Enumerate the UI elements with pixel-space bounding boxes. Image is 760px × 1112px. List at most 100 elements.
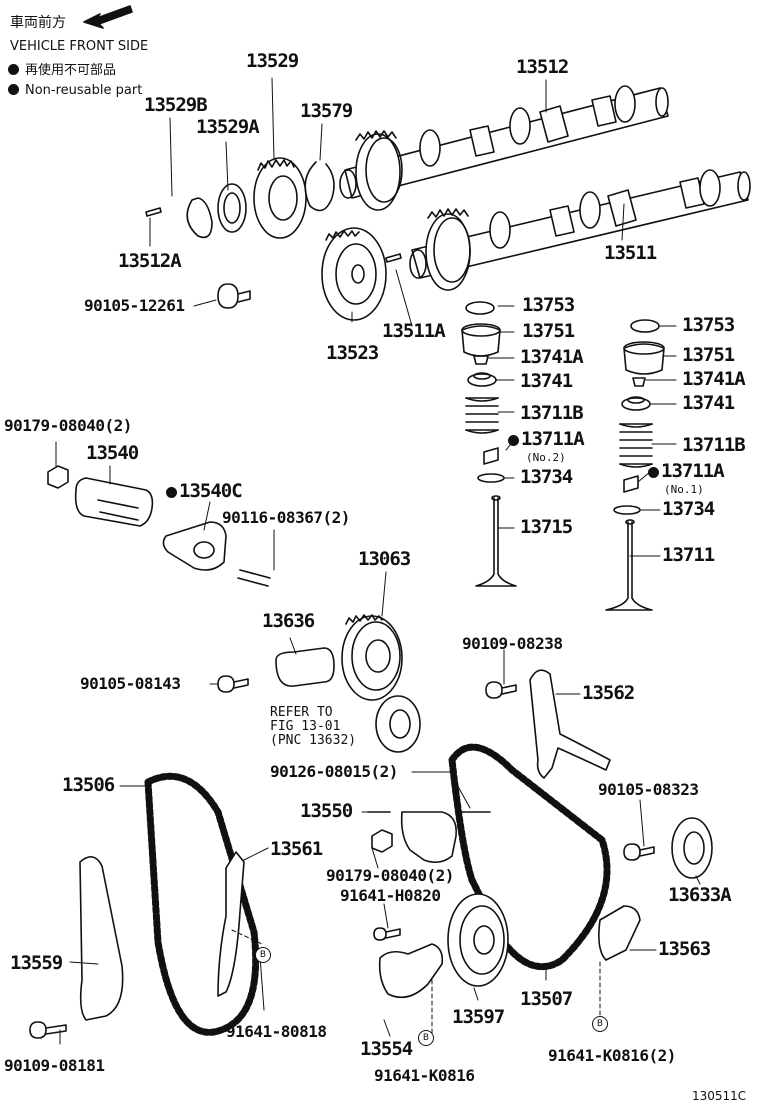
vehicle-front-arrow-icon	[83, 5, 133, 29]
part-label[interactable]: 13562	[582, 682, 635, 704]
oil-control-valve-13540-drawing	[74, 477, 154, 527]
part-label[interactable]: 13734	[662, 498, 715, 520]
non-reusable-dot-icon	[166, 487, 177, 498]
part-label[interactable]: 13529B	[144, 94, 208, 116]
part-label[interactable]: 13561	[270, 838, 323, 860]
part-label[interactable]: 13563	[658, 938, 711, 960]
part-label[interactable]: 13741	[520, 370, 573, 392]
part-label[interactable]: 91641-80818	[226, 1022, 327, 1041]
part-label[interactable]: 13741A	[520, 346, 584, 368]
valve-group-left-drawing	[461, 301, 517, 587]
non-reusable-dot-icon	[508, 435, 519, 446]
part-number: 13711A	[521, 428, 585, 450]
part-label[interactable]: 13751	[682, 344, 735, 366]
part-label[interactable]: 13711B	[682, 434, 746, 456]
nut-90179-08040-b-drawing	[371, 829, 393, 853]
refer-to-fig-note[interactable]: REFER TO FIG 13-01 (PNC 13632)	[270, 705, 357, 748]
part-label[interactable]: 13636	[262, 610, 315, 632]
ref-mark-b: B	[418, 1030, 434, 1046]
part-label[interactable]: 90109-08181	[4, 1056, 105, 1075]
part-label[interactable]: 90126-08015(2)	[270, 762, 398, 781]
non-reusable-dot-icon	[648, 467, 659, 478]
part-label[interactable]: 13711	[662, 544, 715, 566]
camshaft-timing-sprocket-13529-drawing	[253, 157, 307, 239]
camshaft-13511-drawing	[409, 169, 751, 291]
part-label[interactable]: 90105-12261	[84, 296, 185, 315]
bullet-icon	[8, 64, 19, 75]
part-label[interactable]: 13523	[326, 342, 379, 364]
bolt-90105-08323-drawing	[623, 843, 655, 861]
vehicle-front-label-jp: 車両前方	[10, 15, 66, 31]
nut-90179-08040-drawing	[47, 465, 69, 489]
crankshaft-gear-13063-drawing	[341, 614, 403, 701]
part-label[interactable]: 13529	[246, 50, 299, 72]
part-label[interactable]: 13540	[86, 442, 139, 464]
spring-number-note: (No.1)	[664, 483, 704, 496]
washer-13529A-drawing	[217, 183, 247, 233]
part-label[interactable]: 13511	[604, 242, 657, 264]
part-label[interactable]: 90105-08323	[598, 780, 699, 799]
part-label[interactable]: 13597	[452, 1006, 505, 1028]
part-label[interactable]: 90179-08040(2)	[4, 416, 132, 435]
part-label-nonreusable[interactable]: 13711A	[648, 460, 725, 482]
camshaft-13512-drawing	[339, 85, 669, 211]
part-label[interactable]: 90109-08238	[462, 634, 563, 653]
non-reusable-text-jp: 再使用不可部品	[25, 63, 117, 78]
non-reusable-legend-jp: 再使用不可部品	[8, 64, 116, 77]
bolt-90105-12261-drawing	[217, 283, 251, 309]
sprocket-13597-drawing	[447, 893, 509, 987]
part-label[interactable]: 13633A	[668, 884, 732, 906]
part-label[interactable]: 13753	[522, 294, 575, 316]
snap-ring-13579-drawing	[304, 161, 335, 212]
part-label[interactable]: 13579	[300, 100, 353, 122]
part-number: 13711A	[661, 460, 725, 482]
chain-guide-13559-drawing	[79, 856, 124, 1021]
part-label[interactable]: 91641-H0820	[340, 886, 441, 905]
part-label[interactable]: 13715	[520, 516, 573, 538]
pin-13511A-drawing	[385, 253, 402, 263]
part-label[interactable]: 90179-08040(2)	[326, 866, 454, 885]
part-label[interactable]: 91641-K0816	[374, 1066, 475, 1085]
part-label[interactable]: 13529A	[196, 116, 260, 138]
gasket-13540C-drawing	[162, 521, 227, 571]
part-label[interactable]: 13741	[682, 392, 735, 414]
part-label[interactable]: 90116-08367(2)	[222, 508, 350, 527]
part-label[interactable]: 13507	[520, 988, 573, 1010]
part-label[interactable]: 13734	[520, 466, 573, 488]
part-label[interactable]: 13063	[358, 548, 411, 570]
part-label-nonreusable[interactable]: 13540C	[166, 480, 243, 502]
non-reusable-text: Non-reusable part	[25, 83, 143, 98]
part-label[interactable]: 13559	[10, 952, 63, 974]
part-label[interactable]: 13554	[360, 1038, 413, 1060]
part-label[interactable]: 13512A	[118, 250, 182, 272]
part-label[interactable]: 13511A	[382, 320, 446, 342]
bolt-91641-H0820-drawing	[373, 927, 401, 941]
part-label[interactable]: 13506	[62, 774, 115, 796]
stud-90116-08367-drawing	[237, 569, 271, 587]
figure-id: 130511C	[692, 1089, 747, 1103]
pin-13512A-drawing	[145, 207, 162, 217]
part-label[interactable]: 13753	[682, 314, 735, 336]
chain-tensioner-arm-13561-drawing	[217, 851, 245, 997]
gear-13632-drawing	[375, 695, 421, 753]
bolt-90105-08143-drawing	[217, 675, 249, 693]
chain-guide-13562-drawing	[529, 669, 611, 779]
ref-mark-b: B	[255, 947, 271, 963]
part-number: 13540C	[179, 480, 243, 502]
part-label[interactable]: 13512	[516, 56, 569, 78]
tensioner-13554-drawing	[378, 943, 444, 999]
part-label[interactable]: 90105-08143	[80, 674, 181, 693]
non-reusable-legend: Non-reusable part	[8, 84, 142, 97]
chain-tensioner-13550-drawing	[400, 811, 458, 864]
leader-lines	[55, 77, 701, 1045]
part-label[interactable]: 13741A	[682, 368, 746, 390]
part-label[interactable]: 91641-K0816(2)	[548, 1046, 676, 1065]
part-label[interactable]: 13751	[522, 320, 575, 342]
part-label[interactable]: 13550	[300, 800, 353, 822]
part-label-nonreusable[interactable]: 13711A	[508, 428, 585, 450]
plate-13529B-drawing	[186, 197, 213, 239]
vehicle-front-label: VEHICLE FRONT SIDE	[10, 39, 149, 54]
part-label[interactable]: 13711B	[520, 402, 584, 424]
